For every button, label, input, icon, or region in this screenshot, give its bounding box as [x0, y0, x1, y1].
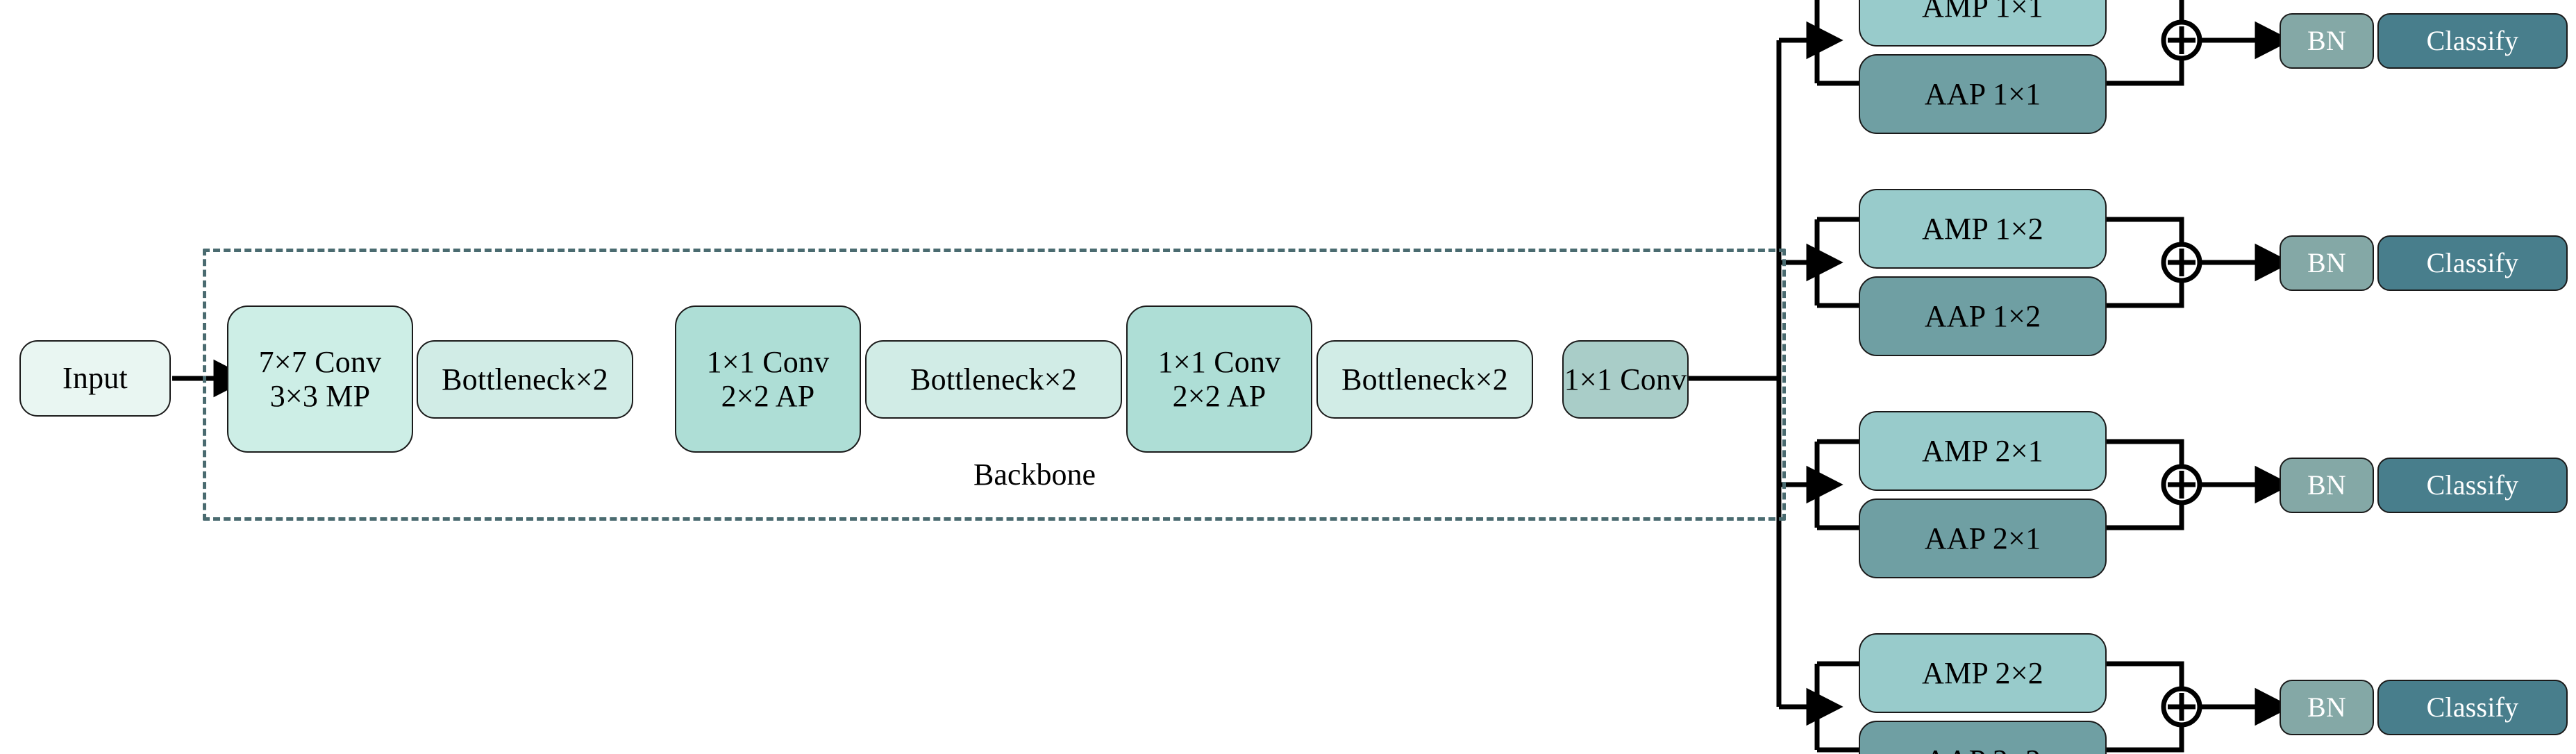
branch-3-amp-node[interactable]: AMP 2×1: [1859, 411, 2107, 491]
branch-4-classify-node[interactable]: Classify: [2377, 680, 2568, 735]
backbone-block-conv-pool-2[interactable]: 1×1 Conv 2×2 AP: [1126, 305, 1312, 453]
backbone-block-bottleneck-3[interactable]: Bottleneck×2: [1316, 340, 1533, 419]
backbone-region: [203, 249, 1786, 521]
wire-branch-3-split: [1814, 439, 1859, 530]
wire-branch-2-amp-to-sum: [2107, 217, 2184, 245]
branch-2-aap-node[interactable]: AAP 1×2: [1859, 276, 2107, 356]
backbone-block-bottleneck-1[interactable]: Bottleneck×2: [417, 340, 633, 419]
branch-2-bn-node[interactable]: BN: [2280, 235, 2374, 291]
wire-branch-4-amp-to-sum: [2107, 661, 2184, 689]
wire-branch-3-aap-to-sum: [2107, 502, 2184, 530]
backbone-label: Backbone: [973, 458, 1096, 492]
branch-4-amp-node[interactable]: AMP 2×2: [1859, 633, 2107, 713]
wire-branch-2-aap-to-sum: [2107, 280, 2184, 308]
wire-branch-4-aap-to-sum: [2107, 724, 2184, 753]
branch-2-amp-node[interactable]: AMP 1×2: [1859, 189, 2107, 269]
backbone-block-conv-pool-1[interactable]: 1×1 Conv 2×2 AP: [675, 305, 861, 453]
wire-branch-3-amp-to-sum: [2107, 439, 2184, 467]
branch-1-amp-node[interactable]: AMP 1×1: [1859, 0, 2107, 47]
branch-4-aap-node[interactable]: AAP 2×2: [1859, 721, 2107, 754]
branch-3-aap-node[interactable]: AAP 2×1: [1859, 499, 2107, 578]
branch-1-bn-node[interactable]: BN: [2280, 13, 2374, 69]
wire-branch-4-split: [1814, 661, 1859, 753]
wire-branch-1-split: [1814, 0, 1859, 86]
backbone-block-bottleneck-2[interactable]: Bottleneck×2: [865, 340, 1122, 419]
input-node[interactable]: Input: [19, 340, 171, 417]
branch-1-aap-node[interactable]: AAP 1×1: [1859, 54, 2107, 134]
branch-3-bn-node[interactable]: BN: [2280, 458, 2374, 513]
wire-branch-1-amp-to-sum: [2179, 0, 2184, 23]
backbone-block-conv-final[interactable]: 1×1 Conv: [1562, 340, 1689, 419]
backbone-block-stem[interactable]: 7×7 Conv 3×3 MP: [227, 305, 413, 453]
branch-4-bn-node[interactable]: BN: [2280, 680, 2374, 735]
branch-3-classify-node[interactable]: Classify: [2377, 458, 2568, 513]
wire-branch-1-aap-to-sum: [2107, 58, 2184, 86]
branch-2-classify-node[interactable]: Classify: [2377, 235, 2568, 291]
wire-branch-2-split: [1814, 217, 1859, 308]
branch-1-classify-node[interactable]: Classify: [2377, 13, 2568, 69]
